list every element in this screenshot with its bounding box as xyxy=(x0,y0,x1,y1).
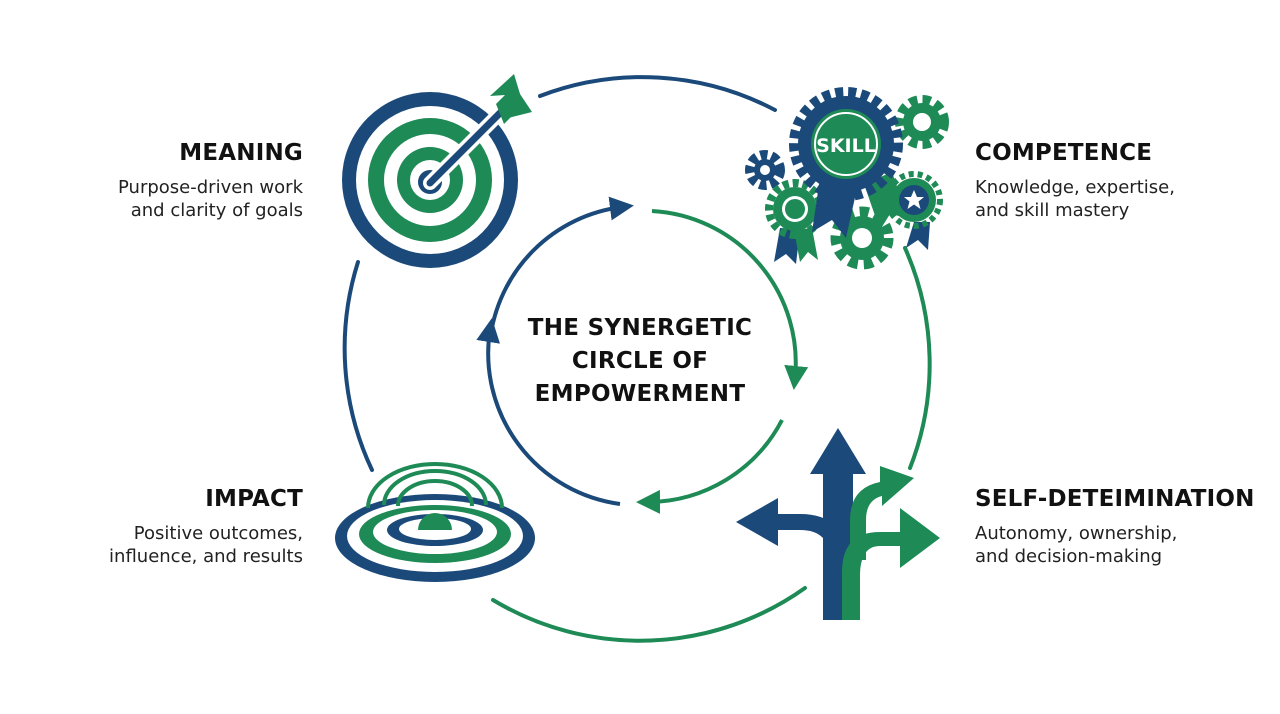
center-title-line-1: THE SYNERGETIC xyxy=(527,315,753,341)
arrow-left-navy xyxy=(736,498,846,620)
ribbon-medal-left xyxy=(765,179,825,264)
impact-title: IMPACT xyxy=(205,486,303,512)
inner-arrow-bottom-right xyxy=(636,419,784,514)
skill-badge-gears-icon: SKILL xyxy=(745,87,949,270)
competence-line-2: and skill mastery xyxy=(975,200,1130,221)
center-title-line-3: EMPOWERMENT xyxy=(534,381,746,407)
meaning-line-2: and clarity of goals xyxy=(130,200,303,221)
branching-arrows-icon xyxy=(736,428,940,620)
inner-arrow-top-left xyxy=(488,196,634,341)
impact-label: IMPACT Positive outcomes, influence, and… xyxy=(109,486,303,568)
ripple-impact-icon xyxy=(335,462,535,582)
outer-arc-bottom xyxy=(491,586,807,643)
self-determination-label: SELF-DETEIMINATION Autonomy, ownership, … xyxy=(975,486,1255,568)
competence-line-1: Knowledge, expertise, xyxy=(975,177,1175,198)
gear-icon-small-left xyxy=(745,150,785,190)
inner-arrow-bottom-left xyxy=(476,318,621,506)
skill-badge-text: SKILL xyxy=(816,135,876,157)
self-determination-description: Autonomy, ownership, and decision-making xyxy=(975,522,1255,568)
competence-title: COMPETENCE xyxy=(975,140,1153,166)
self-determination-line-1: Autonomy, ownership, xyxy=(975,523,1178,544)
gear-icon-bottom xyxy=(830,206,894,270)
gear-icon-top-right xyxy=(895,95,949,149)
inner-cycle-arrows xyxy=(476,196,809,514)
competence-description: Knowledge, expertise, and skill mastery xyxy=(975,176,1175,222)
meaning-line-1: Purpose-driven work xyxy=(118,177,303,198)
impact-line-1: Positive outcomes, xyxy=(133,523,303,544)
competence-label: COMPETENCE Knowledge, expertise, and ski… xyxy=(975,140,1175,222)
self-determination-line-2: and decision-making xyxy=(975,546,1163,567)
center-title-line-2: CIRCLE OF xyxy=(571,348,709,374)
star-medal-icon xyxy=(885,171,943,250)
impact-line-2: influence, and results xyxy=(109,546,303,567)
meaning-title: MEANING xyxy=(179,140,303,166)
outer-arc-left xyxy=(342,260,374,472)
outer-cycle-ring xyxy=(342,75,932,643)
target-arrow-icon xyxy=(342,74,532,268)
center-title: THE SYNERGETIC CIRCLE OF EMPOWERMENT xyxy=(500,312,780,411)
impact-description: Positive outcomes, influence, and result… xyxy=(109,522,303,568)
outer-arc-top xyxy=(538,75,777,112)
meaning-description: Purpose-driven work and clarity of goals xyxy=(118,176,303,222)
arrow-right-green xyxy=(842,508,940,620)
self-determination-title: SELF-DETEIMINATION xyxy=(975,486,1255,512)
meaning-label: MEANING Purpose-driven work and clarity … xyxy=(118,140,303,222)
outer-arc-right xyxy=(903,246,932,470)
ribbon-medal-main: SKILL xyxy=(789,87,908,238)
inner-arrow-top-right xyxy=(651,209,809,390)
